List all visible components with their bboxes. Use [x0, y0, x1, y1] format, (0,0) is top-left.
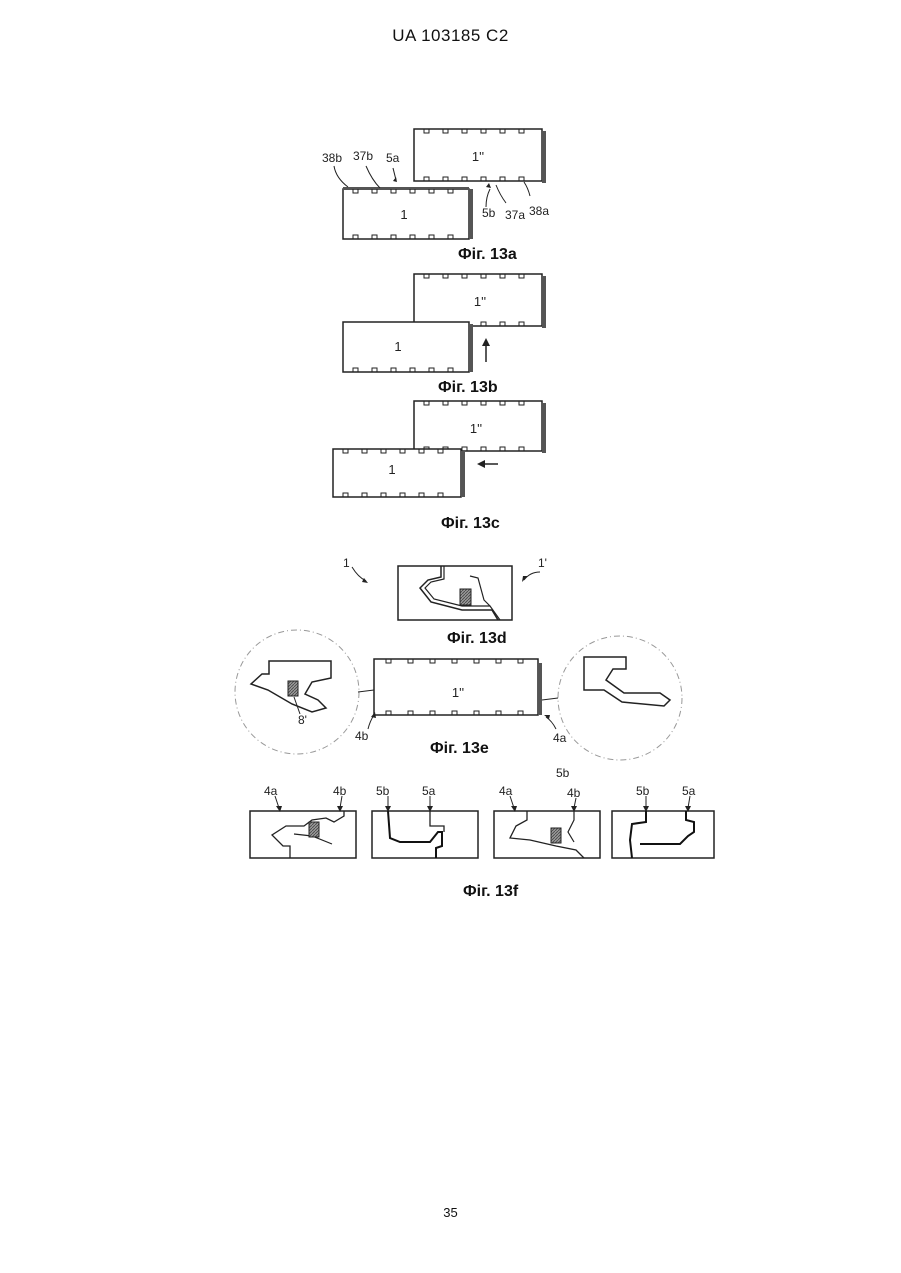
- ref-5b: 5b: [482, 206, 496, 220]
- ref-5a: 5a: [682, 784, 696, 798]
- ref-5b: 5b: [636, 784, 650, 798]
- panel-label: 1: [400, 207, 407, 222]
- ref-37b: 37b: [353, 149, 373, 163]
- panel-1-double-prime: 1'': [414, 274, 546, 328]
- figure-13f: 4a 4b 5b 5a 5b 4a 4b 5b 5a Фіг. 13f: [250, 766, 714, 900]
- figure-13e: 8' 1'' 4b 4a Фіг. 13e: [235, 630, 682, 760]
- panel-1: 1: [343, 187, 473, 239]
- panel-label: 1'': [452, 685, 464, 700]
- ref-5b-upper: 5b: [556, 766, 570, 780]
- panel-label: 1'': [472, 149, 484, 164]
- ref-38a: 38a: [529, 204, 549, 218]
- panel-1: 1: [333, 449, 465, 497]
- figure-13d: 1 1' Фіг. 13d: [343, 556, 547, 647]
- figure-13a: 1'' 1 38b 37b 5a 5b 37a 38a Фіг. 13a: [322, 129, 549, 263]
- ref-5b: 5b: [376, 784, 390, 798]
- ref-5a: 5a: [422, 784, 436, 798]
- page-number: 35: [0, 1205, 901, 1220]
- arrow-left-icon: [477, 460, 498, 468]
- panel-1-double-prime: 1'': [374, 659, 542, 715]
- caption-13d: Фіг. 13d: [447, 630, 507, 647]
- caption-13f: Фіг. 13f: [463, 883, 519, 900]
- ref-1-prime: 1': [538, 556, 547, 570]
- ref-1: 1: [343, 556, 350, 570]
- caption-13b: Фіг. 13b: [438, 379, 498, 396]
- caption-13e: Фіг. 13e: [430, 740, 489, 757]
- figure-13b: 1'' 1 Фіг. 13b: [343, 274, 546, 396]
- ref-37a: 37a: [505, 208, 525, 222]
- caption-13c: Фіг. 13c: [441, 515, 500, 532]
- arrow-up-icon: [482, 338, 490, 362]
- ref-8-prime: 8': [298, 713, 307, 727]
- ref-4a: 4a: [499, 784, 513, 798]
- ref-5a: 5a: [386, 151, 400, 165]
- panel-label: 1'': [474, 294, 486, 309]
- caption-13a: Фіг. 13a: [458, 246, 517, 263]
- panel-1: 1: [343, 322, 473, 372]
- panel-1-double-prime: 1'': [414, 401, 546, 453]
- ref-4b: 4b: [567, 786, 581, 800]
- ref-4a: 4a: [264, 784, 278, 798]
- ref-4a: 4a: [553, 731, 567, 745]
- panel-label: 1: [388, 462, 395, 477]
- ref-38b: 38b: [322, 151, 342, 165]
- panel-label: 1: [394, 339, 401, 354]
- ref-4b: 4b: [333, 784, 347, 798]
- panel-1-double-prime: 1'': [414, 129, 546, 183]
- figure-13c: 1'' 1 Фіг. 13c: [333, 401, 546, 532]
- ref-4b: 4b: [355, 729, 369, 743]
- panel-label: 1'': [470, 421, 482, 436]
